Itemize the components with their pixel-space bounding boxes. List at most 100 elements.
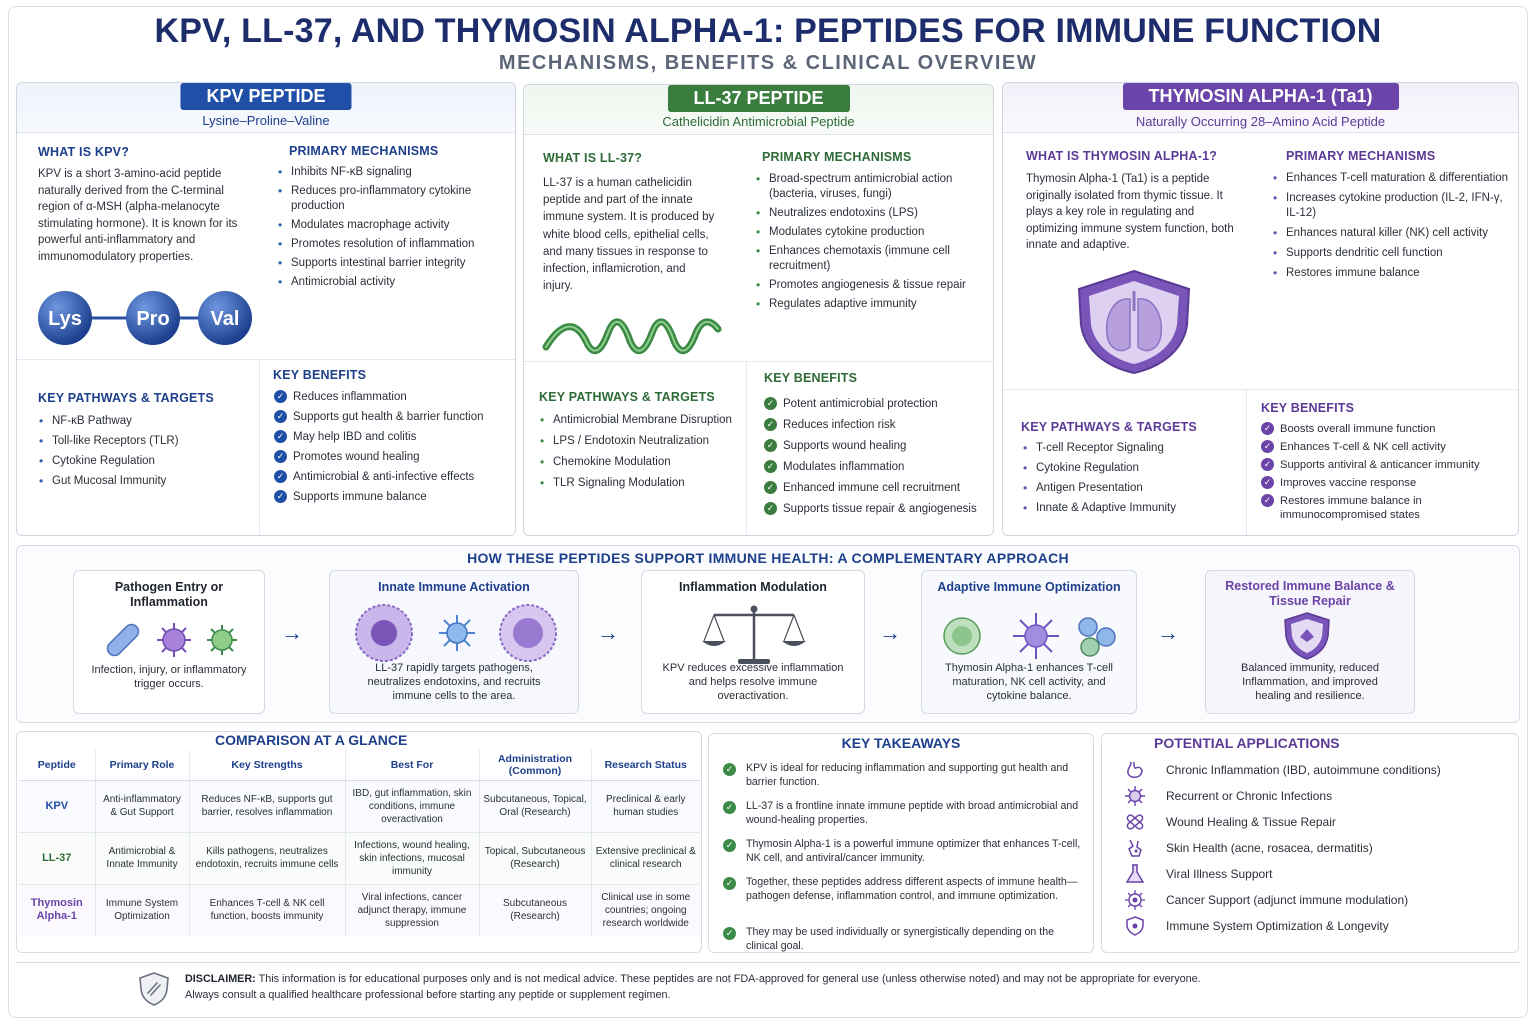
kpv-subtitle: Lysine–Proline–Valine — [202, 113, 330, 128]
check-icon: ✓ — [274, 450, 287, 463]
list-item: ✓Reduces inflammation — [274, 390, 512, 404]
thymosin-pathways-title: KEY PATHWAYS & TARGETS — [1021, 420, 1197, 434]
benefit-text: Modulates inflammation — [783, 461, 905, 473]
benefit-text: Supports tissue repair & angiogenesis — [783, 503, 977, 515]
takeaway-text: Together, these peptides address differe… — [746, 876, 1078, 902]
alpha-helix-icon — [542, 318, 722, 354]
benefit-text: Supports antiviral & anticancer immunity — [1280, 459, 1480, 471]
benefit-text: Supports wound healing — [783, 440, 907, 452]
takeaway-text: LL-37 is a frontline innate immune pepti… — [746, 800, 1079, 826]
check-icon: ✓ — [764, 481, 777, 494]
virus-icon — [1125, 786, 1145, 806]
kpv-pathways-title: KEY PATHWAYS & TARGETS — [38, 391, 214, 405]
stage-pathogen-entry: Pathogen Entry or Inflammation Infection… — [73, 570, 265, 714]
table-cell: Topical, Subcutaneous (Research) — [479, 832, 592, 885]
divider — [524, 361, 993, 362]
check-icon: ✓ — [274, 470, 287, 483]
check-icon: ✓ — [723, 927, 736, 940]
thymosin-benefits-list: ✓Boosts overall immune function ✓Enhance… — [1261, 422, 1513, 526]
thymosin-benefits-title: KEY BENEFITS — [1261, 401, 1355, 415]
kpv-panel: KPV PEPTIDE Lysine–Proline–Valine WHAT I… — [16, 82, 516, 536]
list-item: LPS / Endotoxin Neutralization — [539, 434, 744, 449]
list-item: ✓ Promotes wound healing — [274, 450, 512, 464]
key-takeaways-section: KEY TAKEAWAYS ✓KPV is ideal for reducing… — [708, 733, 1094, 953]
kpv-tripeptide-diagram: Lys Pro Val — [38, 291, 252, 345]
list-item: ✓Boosts overall immune function — [1261, 422, 1513, 436]
list-item: Restores immune balance — [1272, 266, 1510, 281]
kpv-panel-header: KPV PEPTIDE Lysine–Proline–Valine — [17, 83, 515, 133]
disclaimer-section: DISCLAIMER: This information is for educ… — [16, 962, 1520, 1010]
table-cell: Extensive preclinical & clinical researc… — [591, 832, 700, 885]
shield-icon — [1126, 916, 1144, 936]
ll37-panel-header: LL-37 PEPTIDE Cathelicidin Antimicrobial… — [524, 85, 993, 135]
table-cell: KPV — [19, 780, 96, 833]
table-cell: Enhances T-cell & NK cell function, boos… — [189, 884, 346, 936]
list-item: Innate & Adaptive Immunity — [1022, 501, 1242, 516]
list-item: Neutralizes endotoxins (LPS) — [755, 206, 987, 221]
stage-restored-balance: Restored Immune Balance & Tissue Repair … — [1205, 570, 1415, 714]
benefit-text: Reduces inflammation — [293, 391, 407, 403]
list-item: ✓Supports antiviral & anticancer immunit… — [1261, 458, 1513, 472]
check-icon: ✓ — [764, 397, 777, 410]
divider — [1246, 389, 1247, 535]
check-icon: ✓ — [1261, 422, 1274, 435]
list-item: Skin Health (acne, rosacea, dermatitis) — [1124, 839, 1441, 865]
kpv-benefits-title: KEY BENEFITS — [273, 368, 367, 382]
divider — [746, 361, 747, 535]
takeaways-title: KEY TAKEAWAYS — [841, 735, 961, 751]
list-item: Cytokine Regulation — [1022, 461, 1242, 476]
column-header: Research Status — [591, 750, 700, 781]
disclaimer-line-1: This information is for educational purp… — [258, 973, 1201, 985]
check-icon: ✓ — [274, 410, 287, 423]
kpv-pill: KPV PEPTIDE — [180, 83, 352, 110]
benefit-text: Supports gut health & barrier function — [293, 411, 484, 423]
benefit-text: Promotes wound healing — [293, 451, 420, 463]
divider — [1003, 389, 1518, 390]
stage-innate-activation: Innate Immune Activation LL-37 rapidly t… — [329, 570, 579, 714]
flow-title: HOW THESE PEPTIDES SUPPORT IMMUNE HEALTH… — [467, 550, 1069, 566]
table-cell: Preclinical & early human studies — [591, 780, 700, 833]
stage-inflammation-modulation: Inflammation Modulation KPV reduces exce… — [641, 570, 865, 714]
ll37-subtitle: Cathelicidin Antimicrobial Peptide — [662, 114, 855, 129]
list-item: Cancer Support (adjunct immune modulatio… — [1124, 890, 1441, 917]
kpv-pathways-list: NF-κB Pathway Toll-like Receptors (TLR) … — [38, 414, 253, 494]
potential-applications-section: POTENTIAL APPLICATIONS Chronic Inflammat… — [1101, 733, 1519, 953]
kpv-benefits-list: ✓Reduces inflammation ✓Supports gut heal… — [274, 390, 512, 510]
table-cell: Clinical use in some countries; ongoing … — [601, 891, 691, 929]
shield-icon — [139, 972, 169, 1006]
application-label: Cancer Support (adjunct immune modulatio… — [1166, 893, 1409, 907]
ll37-pill: LL-37 PEPTIDE — [667, 85, 850, 112]
list-item: ✓Supports immune balance — [274, 490, 512, 504]
list-item: Enhances chemotaxis (immune cell recruit… — [755, 244, 987, 274]
check-icon: ✓ — [764, 439, 777, 452]
benefit-text: Potent antimicrobial protection — [783, 398, 938, 410]
table-cell: LL-37 — [19, 832, 96, 885]
cell-icon — [1125, 890, 1145, 910]
check-icon: ✓ — [723, 877, 736, 890]
residue-pro-label: Pro — [136, 308, 169, 330]
divider — [17, 359, 515, 360]
stage-title: Inflammation Modulation — [679, 580, 827, 594]
thymosin-panel: THYMOSIN ALPHA-1 (Ta1) Naturally Occurri… — [1002, 82, 1519, 536]
thymosin-what-text: Thymosin Alpha-1 (Ta1) is a peptide orig… — [1026, 173, 1234, 251]
list-item: ✓ Supports gut health & barrier function — [274, 410, 512, 424]
list-item: TLR Signaling Modulation — [539, 476, 744, 491]
page-subtitle: MECHANISMS, BENEFITS & CLINICAL OVERVIEW — [498, 52, 1038, 74]
applications-list: Chronic Inflammation (IBD, autoimmune co… — [1124, 761, 1441, 943]
comparison-title: COMPARISON AT A GLANCE — [215, 732, 408, 748]
table-cell: Infections, wound healing, skin infectio… — [345, 832, 480, 885]
stage-title: Innate Immune Activation — [378, 580, 530, 594]
list-item: ✓Improves vaccine response — [1261, 476, 1513, 490]
list-item: ✓Reduces infection risk — [764, 418, 989, 432]
residue-lys-label: Lys — [48, 308, 82, 330]
list-item: Enhances T-cell maturation & differentia… — [1272, 171, 1510, 186]
check-icon: ✓ — [764, 502, 777, 515]
list-item: NF-κB Pathway — [38, 414, 253, 429]
disclaimer-text: DISCLAIMER: This information is for educ… — [185, 971, 1485, 1003]
check-icon: ✓ — [723, 839, 736, 852]
ll37-benefits-title: KEY BENEFITS — [764, 371, 858, 385]
list-item: ✓Thymosin Alpha-1 is a powerful immune o… — [723, 838, 1085, 876]
thymosin-mechanisms-list: Enhances T-cell maturation & differentia… — [1272, 171, 1510, 286]
table-cell: Thymosin Alpha-1 — [19, 884, 96, 936]
pathogen-icon — [106, 623, 237, 657]
